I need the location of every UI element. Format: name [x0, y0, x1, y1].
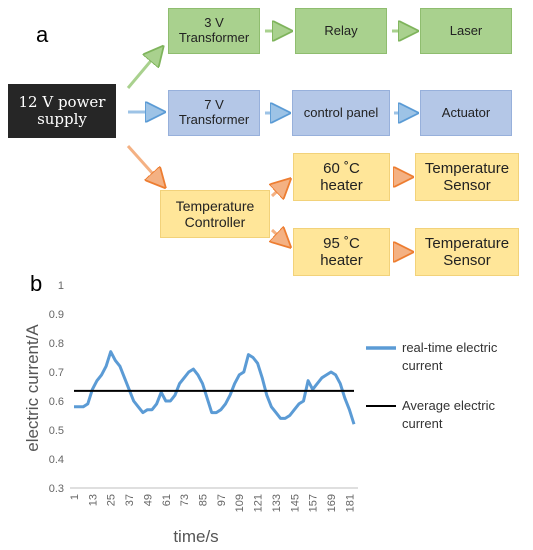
x-tick-label: 61	[161, 494, 173, 506]
x-tick-label: 121	[253, 494, 265, 512]
transformer-3v-box: 3 V Transformer	[168, 8, 260, 54]
sensor-95-box: Temperature Sensor	[415, 228, 519, 276]
x-axis-title: time/s	[173, 527, 218, 546]
relay-box: Relay	[295, 8, 387, 54]
x-tick-label: 133	[271, 494, 283, 512]
x-tick-label: 73	[179, 494, 191, 506]
y-tick-label: 1	[58, 280, 64, 292]
chart-series	[74, 350, 356, 425]
arrow-controller-to-heater-95	[272, 230, 287, 244]
x-tick-label: 1	[69, 494, 81, 500]
y-tick-label: 0.6	[49, 396, 64, 408]
y-tick-labels: 0.3 0.4 0.5 0.6 0.7 0.8 0.9 1	[49, 280, 64, 495]
actuator-box: Actuator	[420, 90, 512, 136]
panel-b-label: b	[30, 271, 42, 296]
legend-realtime-line1: real-time electric	[402, 340, 498, 355]
x-tick-label: 25	[106, 494, 118, 506]
y-tick-label: 0.5	[49, 425, 64, 437]
power-supply-box: 12 V power supply	[8, 84, 116, 138]
x-tick-label: 157	[308, 494, 320, 512]
y-tick-label: 0.4	[49, 454, 64, 466]
legend-average-line2: current	[402, 416, 443, 431]
x-tick-label: 49	[142, 494, 154, 506]
sensor-60-box: Temperature Sensor	[415, 153, 519, 201]
x-tick-label: 169	[326, 494, 338, 512]
x-tick-label: 109	[234, 494, 246, 512]
legend-realtime-label: real-time electric current	[402, 340, 501, 373]
arrow-controller-to-heater-60	[272, 182, 287, 196]
x-tick-label: 97	[216, 494, 228, 506]
series-line-realtime	[74, 350, 356, 425]
y-axis-title: electric current/A	[23, 324, 42, 452]
temperature-controller-box: Temperature Controller	[160, 190, 270, 238]
heater-60-box: 60 ˚C heater	[293, 153, 390, 201]
x-tick-label: 37	[124, 494, 136, 506]
x-tick-label: 13	[87, 494, 99, 506]
laser-box: Laser	[420, 8, 512, 54]
y-tick-label: 0.7	[49, 367, 64, 379]
transformer-7v-box: 7 V Transformer	[168, 90, 260, 136]
arrow-power-to-controller	[126, 144, 162, 184]
x-tick-label: 85	[198, 494, 210, 506]
x-tick-label: 145	[289, 494, 301, 512]
y-tick-label: 0.8	[49, 338, 64, 350]
legend-realtime-line2: current	[402, 358, 443, 373]
x-tick-label: 181	[344, 494, 356, 512]
legend-average-line1: Average electric	[402, 398, 495, 413]
heater-95-box: 95 ˚C heater	[293, 228, 390, 276]
control-panel-box: control panel	[292, 90, 390, 136]
legend-average-label: Average electric current	[402, 398, 499, 431]
x-tick-labels: 1 13 25 37 49 61 73 85 97 109 121 133 145 157 169 181	[69, 494, 356, 512]
arrow-power-to-3v	[126, 50, 160, 89]
y-tick-label: 0.9	[49, 309, 64, 321]
panel-a-label: a	[36, 22, 49, 47]
y-tick-label: 0.3	[49, 483, 64, 495]
